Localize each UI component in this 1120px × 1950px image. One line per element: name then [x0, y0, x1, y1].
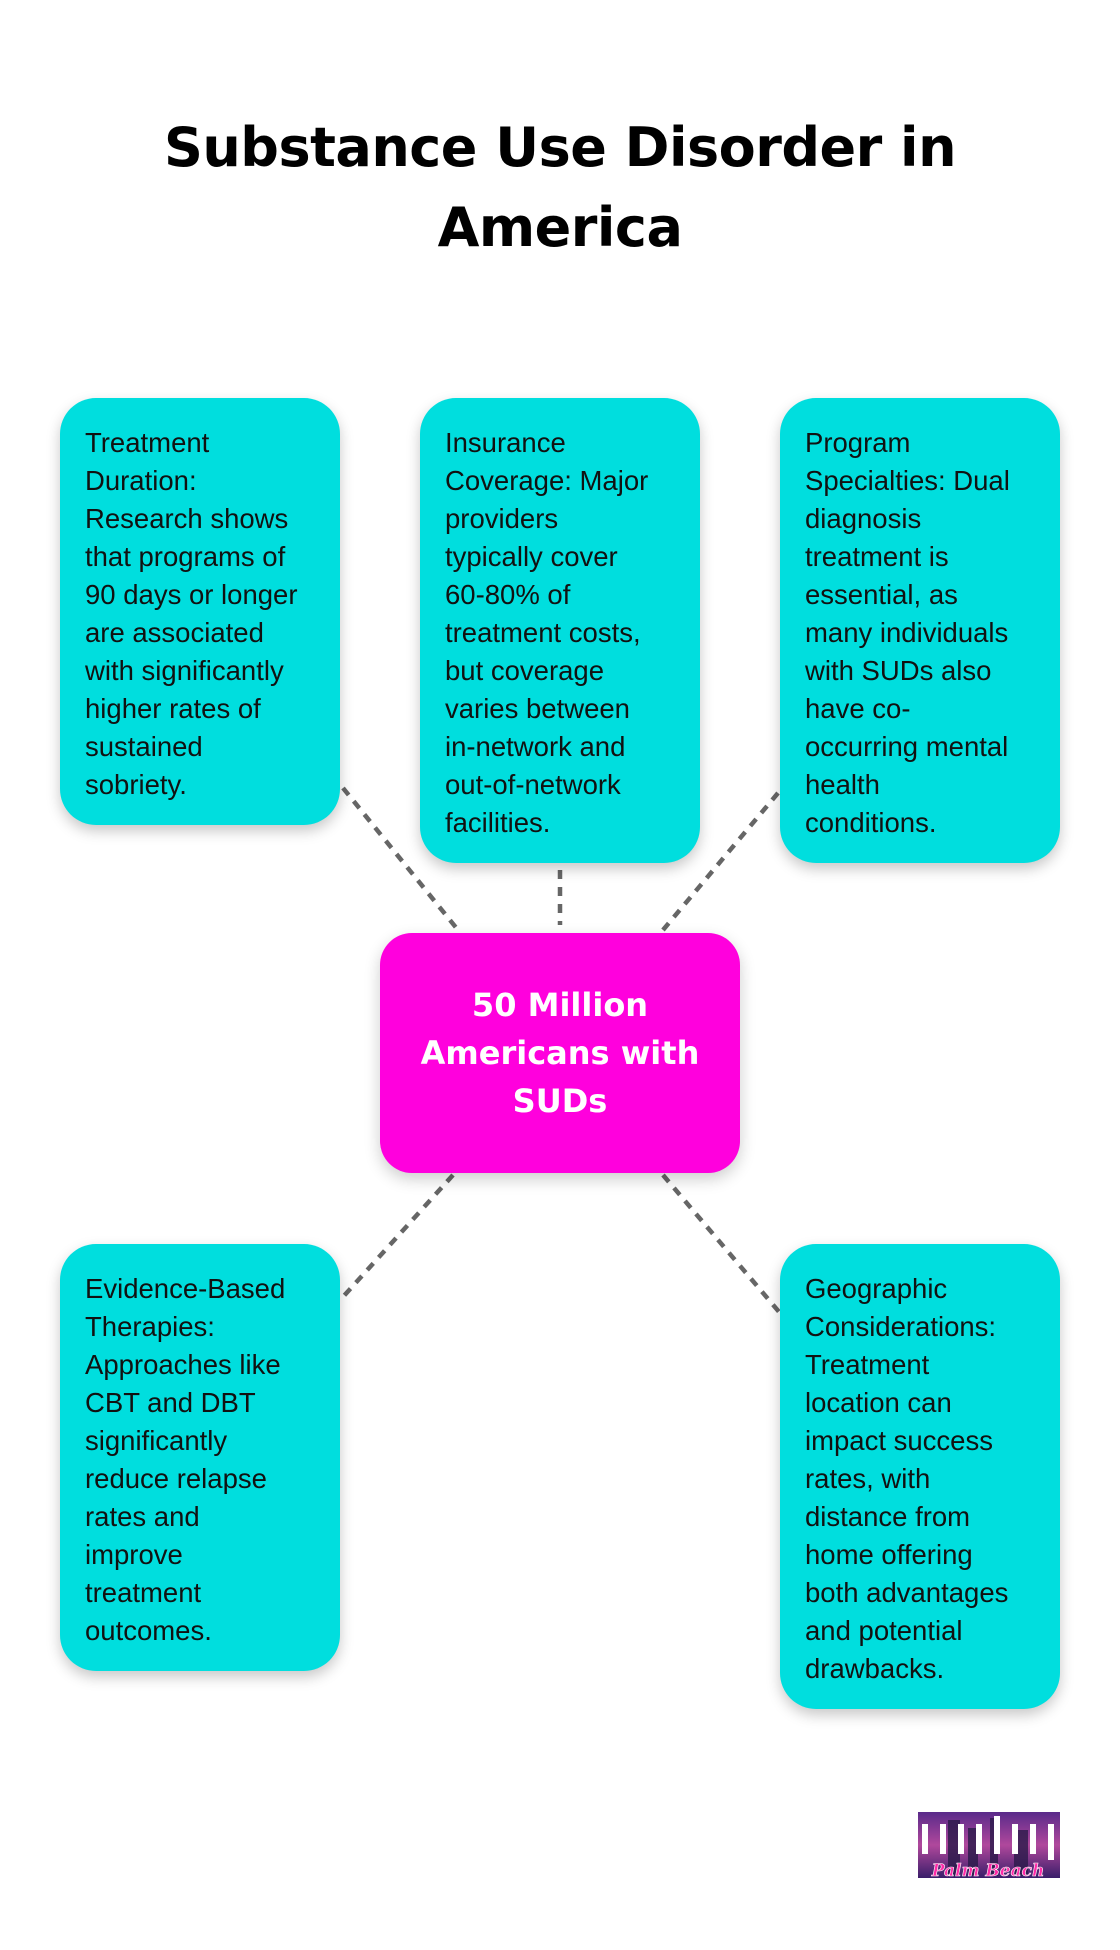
- card-text-line: typically cover: [445, 541, 618, 572]
- amity-palm-beach-logo: Palm Beach: [918, 1812, 1060, 1881]
- card-text-line: treatment is: [805, 541, 949, 572]
- card-text-line: facilities.: [445, 807, 551, 838]
- card-text-line: with SUDs also: [805, 655, 992, 686]
- card-program-specialties: Program Specialties: Dual diagnosis trea…: [780, 398, 1060, 863]
- card-text-line: impact success: [805, 1425, 993, 1456]
- card-text-line: distance from: [805, 1501, 971, 1532]
- card-text-line: Considerations:: [805, 1311, 997, 1342]
- card-text-line: essential, as: [805, 579, 958, 610]
- card-text-line: 60-80% of: [445, 579, 571, 610]
- card-text-line: location can: [805, 1387, 952, 1418]
- card-evidence-based-therapies: Evidence-Based Therapies: Approaches lik…: [60, 1244, 340, 1671]
- card-text-line: reduce relapse: [85, 1463, 267, 1494]
- card-geographic-considerations: Geographic Considerations: Treatment loc…: [780, 1244, 1060, 1709]
- connector-treatment-duration: [341, 786, 460, 932]
- card-text-line: Duration:: [85, 465, 197, 496]
- card-text-line: Program: [805, 427, 911, 458]
- central-node-line: 50 Million: [471, 986, 649, 1024]
- card-text-line: Treatment: [85, 427, 210, 458]
- central-node-line: SUDs: [512, 1082, 608, 1120]
- card-text-line: significantly: [85, 1425, 228, 1456]
- card-text-line: occurring mental: [805, 731, 1009, 762]
- card-treatment-duration: Treatment Duration: Research shows that …: [60, 398, 340, 825]
- central-node-line: Americans with: [420, 1034, 700, 1072]
- card-text-line: Treatment: [805, 1349, 930, 1380]
- card-text-line: home offering: [805, 1539, 973, 1570]
- card-text-line: conditions.: [805, 807, 937, 838]
- title-line-1: Substance Use Disorder in: [163, 116, 957, 179]
- card-text-line: have co-: [805, 693, 911, 724]
- card-text-line: drawbacks.: [805, 1653, 945, 1684]
- card-text-line: in-network and: [445, 731, 626, 762]
- logo-script-text: Palm Beach: [931, 1861, 1045, 1881]
- card-text-line: but coverage: [445, 655, 604, 686]
- card-text-line: are associated: [85, 617, 264, 648]
- card-text-line: treatment costs,: [445, 617, 641, 648]
- card-insurance-coverage: Insurance Coverage: Major providers typi…: [420, 398, 700, 863]
- card-text-line: higher rates of: [85, 693, 261, 724]
- card-text-line: diagnosis: [805, 503, 922, 534]
- card-text-line: Approaches like: [85, 1349, 281, 1380]
- card-text-line: that programs of: [85, 541, 286, 572]
- card-text-line: Specialties: Dual: [805, 465, 1010, 496]
- card-text-line: treatment: [85, 1577, 202, 1608]
- card-text-line: 90 days or longer: [85, 579, 298, 610]
- card-text-line: Research shows: [85, 503, 289, 534]
- central-node: 50 Million Americans with SUDs: [380, 933, 740, 1173]
- card-text-line: sobriety.: [85, 769, 187, 800]
- card-text-line: many individuals: [805, 617, 1009, 648]
- connector-geographic-considerations: [661, 1173, 782, 1315]
- card-text-line: varies between: [445, 693, 630, 724]
- card-text-line: Evidence-Based: [85, 1273, 286, 1304]
- page-title: Substance Use Disorder in America: [0, 108, 1120, 268]
- card-text-line: improve: [85, 1539, 183, 1570]
- card-text-line: with significantly: [85, 655, 284, 686]
- card-text-line: outcomes.: [85, 1615, 212, 1646]
- card-text-line: both advantages: [805, 1577, 1009, 1608]
- connector-program-specialties: [661, 791, 780, 932]
- card-text-line: sustained: [85, 731, 203, 762]
- card-text-line: Therapies:: [85, 1311, 215, 1342]
- card-text-line: CBT and DBT: [85, 1387, 256, 1418]
- card-text-line: Geographic: [805, 1273, 948, 1304]
- card-text-line: health: [805, 769, 880, 800]
- card-text-line: providers: [445, 503, 559, 534]
- card-text-line: Insurance: [445, 427, 566, 458]
- card-text-line: and potential: [805, 1615, 963, 1646]
- title-line-2: America: [437, 196, 683, 259]
- card-text-line: rates, with: [805, 1463, 931, 1494]
- connector-evidence-based-therapies: [340, 1173, 455, 1300]
- card-text-line: Coverage: Major: [445, 465, 649, 496]
- card-text-line: out-of-network: [445, 769, 621, 800]
- card-text-line: rates and: [85, 1501, 200, 1532]
